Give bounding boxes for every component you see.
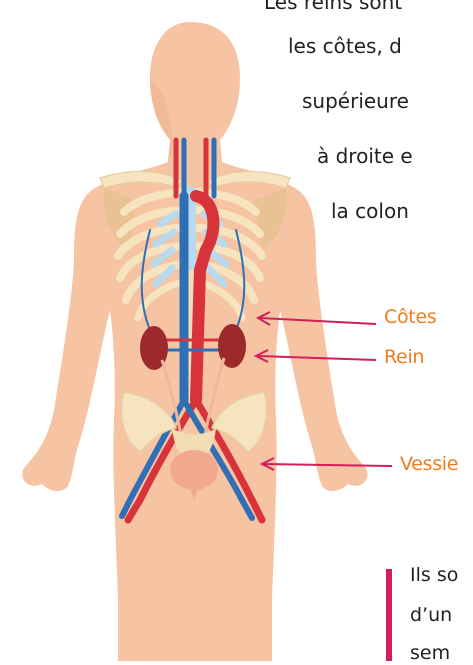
note-line: sem (410, 641, 450, 665)
note-accent-bar (386, 569, 392, 661)
note-line: d’un (410, 603, 452, 627)
label-vessie: Vessie (400, 453, 458, 475)
label-rein: Rein (384, 346, 424, 368)
info-note: Ils so d’un sem (386, 563, 473, 661)
label-cotes: Côtes (384, 306, 436, 328)
note-line: Ils so (410, 563, 458, 587)
